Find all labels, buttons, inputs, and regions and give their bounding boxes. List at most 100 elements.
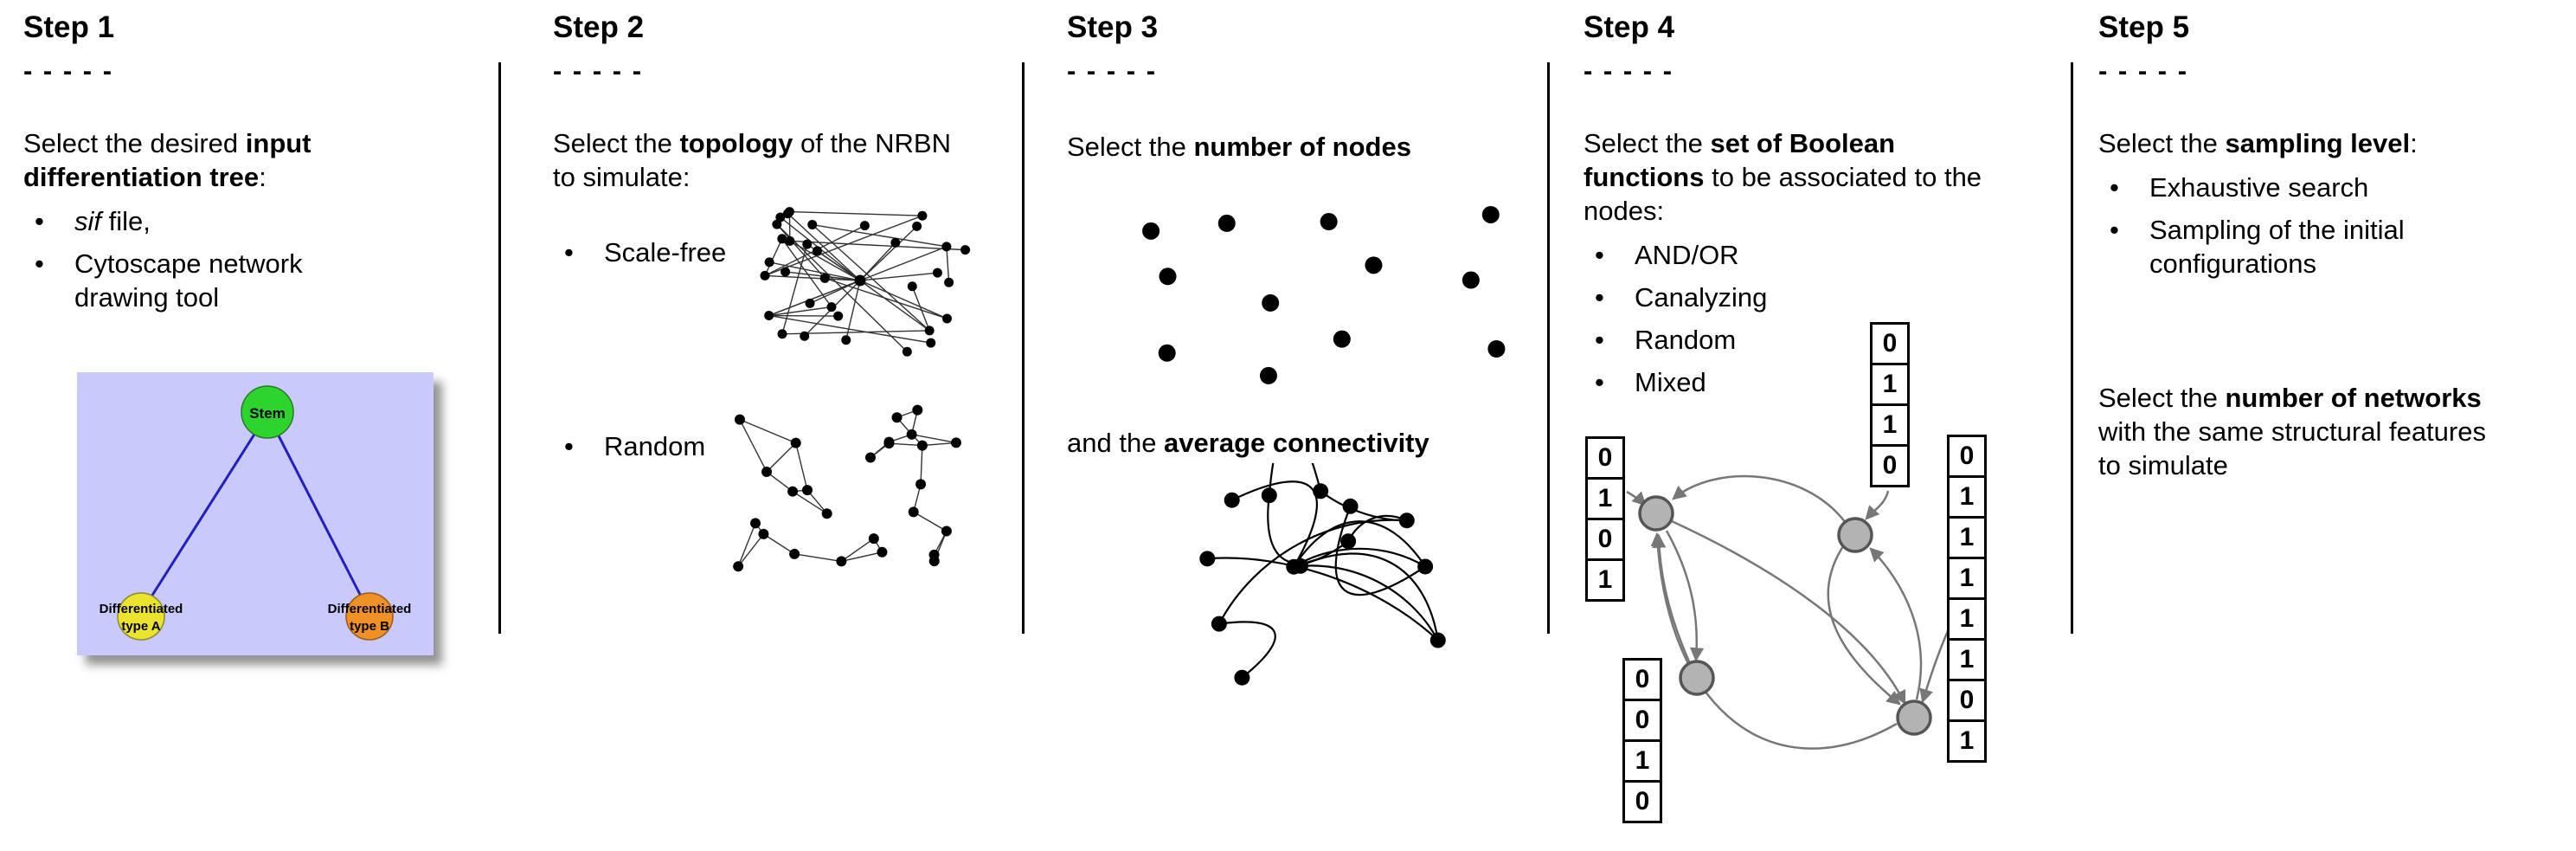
text-segment-bold: number of networks bbox=[2225, 383, 2482, 414]
stem-node-label: Stem bbox=[249, 405, 286, 422]
text-segment: file, bbox=[101, 206, 151, 237]
text-segment-bold: topology bbox=[679, 128, 793, 158]
step1-content: Select the desired input differentiation… bbox=[23, 126, 495, 314]
step5-content: Select the sampling level: • Exhaustive … bbox=[2098, 126, 2570, 482]
truth-table-cell: 0 bbox=[1622, 658, 1662, 701]
bullet-item-sif-file: • sif file, bbox=[23, 204, 495, 238]
text-segment: Select the desired bbox=[23, 128, 246, 158]
edge-a-to-d bbox=[1671, 519, 1906, 706]
step3-connectivity-line: and the average connectivity bbox=[1067, 426, 1429, 460]
bullet-marker: • bbox=[35, 206, 44, 237]
bullet-item-exhaustive: • Exhaustive search bbox=[2098, 171, 2570, 204]
truth-table-cell: 0 bbox=[1870, 322, 1910, 365]
truth-table-cell: 0 bbox=[1622, 780, 1662, 823]
truth-table-cell: 1 bbox=[1947, 638, 1987, 681]
text-segment-bold: number of nodes bbox=[1193, 132, 1411, 162]
bullet-item-canalyzing: • Canalyzing bbox=[1584, 280, 2059, 314]
step3-column: Step 3 - - - - - Select the number of no… bbox=[1067, 0, 1534, 851]
type-a-label-line2: type A bbox=[121, 619, 160, 634]
bullet-item-sampling: • Sampling of the initial configurations bbox=[2098, 213, 2570, 280]
text-segment: Select the bbox=[553, 128, 680, 158]
text-segment: Select the bbox=[2098, 383, 2226, 414]
text-segment-bold: set of Boolean functions bbox=[1584, 128, 1896, 193]
nodes-dots-graphic bbox=[1142, 205, 1506, 384]
text-segment: : bbox=[259, 162, 267, 193]
stem-node bbox=[241, 385, 294, 439]
bullet-item-mixed: • Mixed bbox=[1584, 365, 2059, 399]
text-segment: to be associated to the nodes: bbox=[1584, 162, 1982, 227]
truth-table-cell: 1 bbox=[1947, 516, 1987, 559]
bullet-item-cytoscape: • Cytoscape network drawing tool bbox=[23, 247, 495, 314]
text-segment-bold: sampling level bbox=[2225, 128, 2411, 158]
truth-table-cell: 1 bbox=[1585, 477, 1625, 520]
network-node-d bbox=[1896, 699, 1932, 736]
step4-column: Step 4 - - - - - Select the set of Boole… bbox=[1584, 0, 2059, 851]
dashed-separator: - - - - - bbox=[2098, 55, 2189, 86]
truth-table-bottom: 0 0 1 0 bbox=[1622, 658, 1662, 823]
column-divider bbox=[2071, 62, 2073, 634]
step5-bullet-list: • Exhaustive search • Sampling of the in… bbox=[2098, 171, 2570, 280]
type-b-node bbox=[345, 592, 394, 641]
step2-intro: Select the topology of the NRBN to simul… bbox=[553, 126, 960, 194]
truth-table-cell: 0 bbox=[1947, 435, 1987, 478]
bullet-item-scale-free: • Scale-free bbox=[553, 235, 986, 269]
truth-table-cell: 1 bbox=[1947, 597, 1987, 641]
bullet-label: sif file, bbox=[74, 204, 151, 238]
step5-title: Step 5 bbox=[2098, 10, 2190, 44]
edge-right-table-to-d bbox=[1919, 624, 1952, 704]
truth-table-cell: 0 bbox=[1622, 699, 1662, 742]
text-segment: Select the bbox=[1067, 132, 1194, 162]
bullet-label: Cytoscape network drawing tool bbox=[74, 248, 303, 313]
differentiation-tree-graphic: Stem Differentiated type A Differentiate… bbox=[77, 372, 434, 655]
bullet-item-and-or: • AND/OR bbox=[1584, 238, 2059, 272]
text-segment-bold: average connectivity bbox=[1164, 428, 1429, 458]
bullet-label: Sampling of the initial configurations bbox=[2149, 215, 2405, 280]
step4-content: Select the set of Boolean functions to b… bbox=[1584, 126, 2059, 399]
tree-branch-left bbox=[139, 413, 269, 614]
edge-a-to-c bbox=[1665, 530, 1705, 662]
step3-nodes-line: Select the number of nodes bbox=[1067, 130, 1411, 164]
connectivity-graph-graphic bbox=[1199, 463, 1446, 686]
network-node-c bbox=[1679, 660, 1715, 696]
random-network-graphic bbox=[733, 404, 961, 572]
dashed-separator: - - - - - bbox=[1067, 55, 1158, 86]
bullet-marker: • bbox=[35, 248, 44, 280]
truth-table-cell: 1 bbox=[1947, 719, 1987, 763]
edge-d-to-b bbox=[1869, 547, 1923, 700]
bullet-item-random: • Random bbox=[553, 429, 986, 463]
truth-table-cell: 1 bbox=[1947, 475, 1987, 519]
dashed-separator: - - - - - bbox=[553, 55, 644, 86]
step5-networks-paragraph: Select the number of networks with the s… bbox=[2098, 381, 2505, 482]
truth-table-cell: 0 bbox=[1947, 679, 1987, 722]
edge-c-to-a bbox=[1652, 533, 1691, 662]
bullet-item-random-functions: • Random bbox=[1584, 323, 2059, 357]
step1-title: Step 1 bbox=[23, 10, 115, 44]
column-divider bbox=[1547, 62, 1550, 634]
step4-intro: Select the set of Boolean functions to b… bbox=[1584, 126, 1999, 228]
truth-table-cell: 1 bbox=[1947, 557, 1987, 600]
step3-title: Step 3 bbox=[1067, 10, 1159, 44]
column-divider bbox=[498, 62, 501, 634]
text-segment: Select the bbox=[2098, 128, 2226, 158]
text-segment: and the bbox=[1067, 428, 1165, 458]
step5-intro: Select the sampling level: bbox=[2098, 126, 2570, 160]
edge-d-to-a bbox=[1650, 532, 1898, 750]
network-node-b bbox=[1837, 517, 1873, 553]
network-node-a bbox=[1638, 495, 1674, 532]
text-segment: with the same structural features to sim… bbox=[2098, 416, 2486, 481]
step1-column: Step 1 - - - - - Select the desired inpu… bbox=[23, 0, 495, 851]
truth-table-left: 0 1 0 1 bbox=[1585, 436, 1625, 602]
step1-intro: Select the desired input differentiation… bbox=[23, 126, 495, 194]
bullet-marker: • bbox=[2110, 215, 2119, 246]
bullet-label: Canalyzing bbox=[1635, 282, 1768, 313]
bullet-marker: • bbox=[2110, 172, 2119, 203]
bullet-marker: • bbox=[1595, 282, 1604, 313]
text-segment: Select the bbox=[1584, 128, 1711, 158]
edge-top-table-to-b bbox=[1865, 490, 1890, 520]
step2-title: Step 2 bbox=[553, 10, 645, 44]
scale-free-network-graphic bbox=[760, 207, 971, 357]
dashed-separator: - - - - - bbox=[1584, 55, 1674, 86]
bullet-label: Mixed bbox=[1635, 367, 1706, 398]
step4-bullet-list: • AND/OR • Canalyzing • Random • Mixed bbox=[1584, 238, 2059, 399]
